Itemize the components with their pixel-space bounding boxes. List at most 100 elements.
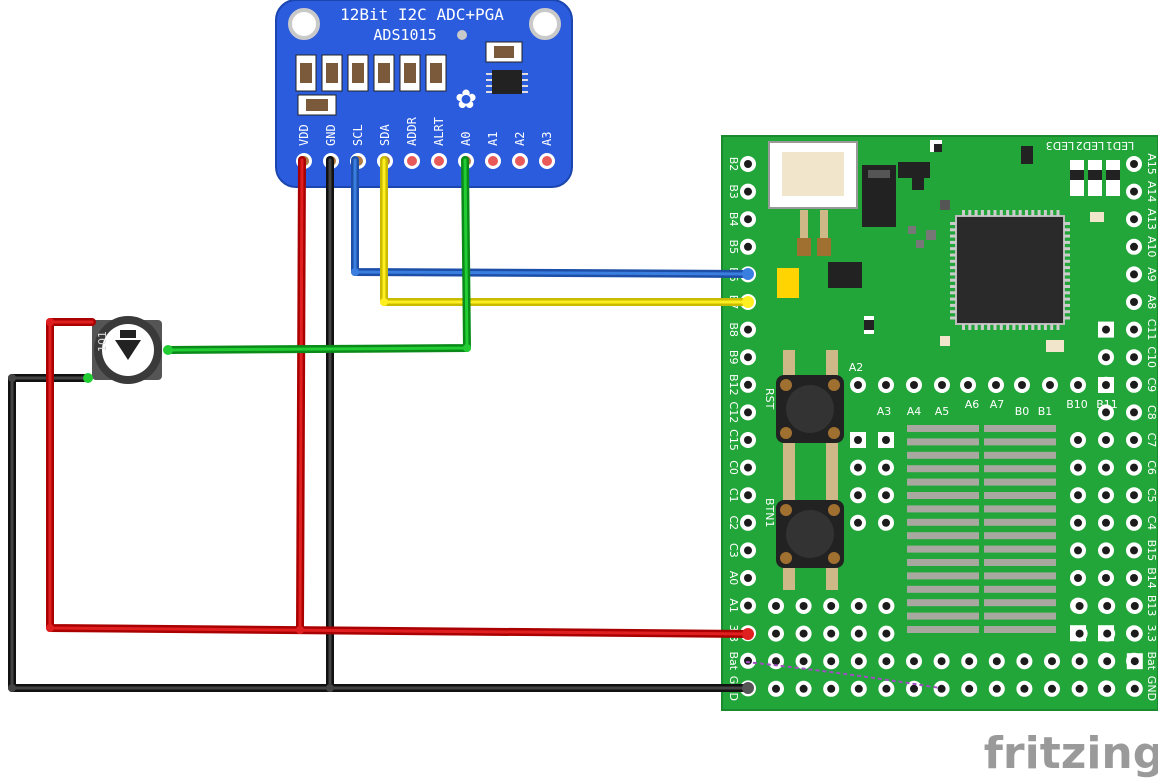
pcb-hole[interactable] <box>740 570 756 586</box>
pcb-hole[interactable] <box>961 653 978 670</box>
pcb-hole[interactable] <box>740 321 756 338</box>
pcb-hole[interactable] <box>740 542 756 559</box>
pcb-hole[interactable] <box>934 377 950 393</box>
pcb-hole[interactable] <box>1126 432 1142 448</box>
pcb-hole[interactable] <box>740 652 756 669</box>
pcb-hole[interactable] <box>1016 680 1033 697</box>
pcb-hole[interactable] <box>1126 459 1142 476</box>
pcb-hole[interactable] <box>1070 542 1086 559</box>
pcb-hole[interactable] <box>1044 680 1060 697</box>
pcb-hole[interactable] <box>988 680 1005 697</box>
pcb-hole[interactable] <box>823 598 840 614</box>
pcb-hole[interactable] <box>1099 653 1116 670</box>
pcb-hole[interactable] <box>1126 487 1142 504</box>
pcb-hole[interactable] <box>740 349 756 366</box>
pcb-hole[interactable] <box>1070 487 1086 504</box>
pcb-hole[interactable] <box>1071 598 1088 614</box>
pcb-hole[interactable] <box>740 183 756 200</box>
pcb-hole[interactable] <box>850 653 867 670</box>
pcb-hole[interactable] <box>740 597 756 614</box>
pcb-hole[interactable] <box>740 514 756 531</box>
pcb-hole[interactable] <box>768 680 784 697</box>
pcb-hole[interactable] <box>1070 514 1086 531</box>
pcb-hole[interactable] <box>1098 570 1114 586</box>
pcb-hole[interactable] <box>1098 404 1114 421</box>
pcb-hole[interactable] <box>1126 653 1143 670</box>
pcb-hole[interactable] <box>823 625 840 642</box>
pcb-hole[interactable] <box>823 653 840 670</box>
pcb-hole[interactable] <box>740 238 756 255</box>
pcb-hole[interactable] <box>1098 432 1114 448</box>
pcb-hole[interactable] <box>1126 266 1142 283</box>
pcb-hole[interactable] <box>1044 653 1060 670</box>
pcb-hole[interactable] <box>1126 211 1142 228</box>
pcb-hole[interactable] <box>988 653 1005 670</box>
pcb-hole[interactable] <box>1099 598 1116 614</box>
pcb-hole[interactable] <box>1126 156 1142 172</box>
pcb-hole[interactable] <box>740 211 756 228</box>
pcb-hole[interactable] <box>906 653 922 670</box>
pcb-hole[interactable] <box>1098 514 1114 531</box>
pcb-hole[interactable] <box>1098 377 1114 393</box>
pcb-hole[interactable] <box>878 487 894 504</box>
pcb-hole[interactable] <box>1016 653 1033 670</box>
pcb-hole[interactable] <box>1126 625 1143 642</box>
pcb-hole[interactable] <box>1126 183 1142 200</box>
rst-button[interactable] <box>776 350 844 470</box>
pcb-hole[interactable] <box>906 377 922 393</box>
pcb-hole[interactable] <box>1071 680 1088 697</box>
pcb-hole[interactable] <box>1098 321 1114 338</box>
pcb-hole[interactable] <box>1099 680 1116 697</box>
pcb-hole[interactable] <box>1071 653 1088 670</box>
potentiometer[interactable]: 101 <box>92 316 162 384</box>
pcb-hole[interactable] <box>988 377 1004 393</box>
pcb-hole[interactable] <box>1070 570 1086 586</box>
pcb-hole[interactable] <box>1099 625 1116 642</box>
pcb-hole[interactable] <box>740 487 756 504</box>
pcb-hole[interactable] <box>768 598 784 614</box>
pcb-hole[interactable] <box>740 376 756 393</box>
pcb-hole[interactable] <box>933 680 950 697</box>
pcb-hole[interactable] <box>1126 404 1142 421</box>
pcb-hole[interactable] <box>1070 432 1086 448</box>
pcb-hole[interactable] <box>795 598 812 614</box>
pcb-hole[interactable] <box>850 459 866 476</box>
pcb-hole[interactable] <box>850 598 867 614</box>
pcb-hole[interactable] <box>850 377 866 393</box>
pcb-hole[interactable] <box>1126 542 1142 559</box>
pcb-hole[interactable] <box>768 653 784 670</box>
pcb-hole[interactable] <box>878 514 894 531</box>
pcb-hole[interactable] <box>1070 377 1086 393</box>
pcb-hole[interactable] <box>850 487 866 504</box>
pcb-hole[interactable] <box>823 680 840 697</box>
pcb-hole[interactable] <box>961 680 978 697</box>
pcb-hole[interactable] <box>850 625 867 642</box>
pcb-hole[interactable] <box>878 432 894 448</box>
pcb-hole[interactable] <box>1070 459 1086 476</box>
pcb-hole[interactable] <box>906 680 922 697</box>
pcb-hole[interactable] <box>1071 625 1088 642</box>
pcb-hole[interactable] <box>740 459 756 476</box>
pcb-hole[interactable] <box>740 404 756 421</box>
pcb-hole[interactable] <box>740 432 756 448</box>
pcb-hole[interactable] <box>1126 349 1142 366</box>
pcb-hole[interactable] <box>795 680 812 697</box>
pcb-hole[interactable] <box>1126 321 1142 338</box>
pcb-hole[interactable] <box>1098 487 1114 504</box>
pcb-hole[interactable] <box>878 377 894 393</box>
pcb-hole[interactable] <box>1126 238 1142 255</box>
pcb-hole[interactable] <box>850 514 866 531</box>
pcb-hole[interactable] <box>1126 514 1142 531</box>
pcb-hole[interactable] <box>878 625 895 642</box>
pcb-hole[interactable] <box>1042 377 1058 393</box>
pcb-hole[interactable] <box>768 625 784 642</box>
pcb-hole[interactable] <box>1126 680 1143 697</box>
pcb-hole[interactable] <box>1098 542 1114 559</box>
btn1-button[interactable] <box>776 470 844 590</box>
pcb-hole[interactable] <box>1126 376 1142 393</box>
pcb-hole[interactable] <box>795 653 812 670</box>
pcb-hole[interactable] <box>850 680 867 697</box>
pcb-hole[interactable] <box>1126 570 1142 586</box>
pcb-hole[interactable] <box>1098 349 1114 366</box>
pcb-hole[interactable] <box>878 459 894 476</box>
